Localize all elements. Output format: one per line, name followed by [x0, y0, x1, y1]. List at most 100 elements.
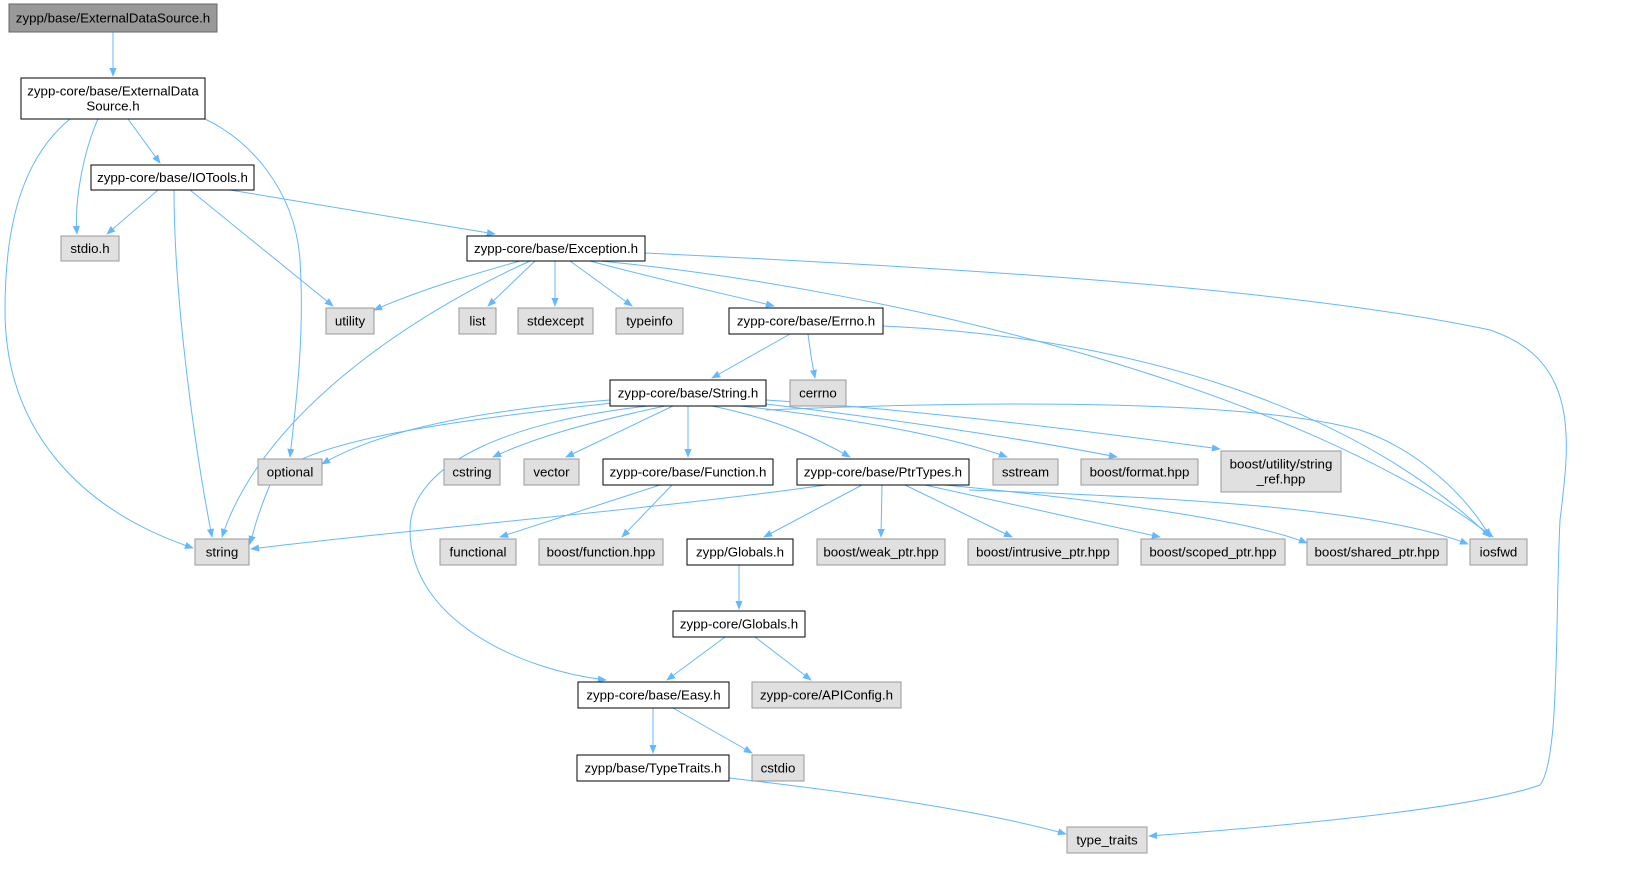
node-list[interactable]: list: [458, 307, 497, 335]
edge-stringh-to-sstream: [739, 405, 1008, 458]
node-vector[interactable]: vector: [523, 458, 580, 486]
edge-extds-to-optional: [204, 118, 302, 458]
node-box: [458, 307, 497, 335]
node-box: [609, 379, 767, 407]
edge-iotools-to-string: [173, 189, 214, 538]
node-label: zypp-core/APIConfig.h: [760, 688, 893, 703]
node-bintrusive[interactable]: boost/intrusive_ptr.hpp: [967, 538, 1119, 566]
node-label: stdexcept: [527, 314, 584, 329]
edge-stringh-to-bformat: [765, 403, 1118, 459]
node-bweak[interactable]: boost/weak_ptr.hpp: [816, 538, 946, 566]
node-typetraitsh[interactable]: zypp/base/TypeTraits.h: [576, 754, 730, 782]
node-type_traits[interactable]: type_traits: [1066, 826, 1148, 854]
node-label: boost/shared_ptr.hpp: [1315, 545, 1440, 560]
node-stdexcept[interactable]: stdexcept: [517, 307, 594, 335]
edge-exception-to-string: [221, 260, 531, 538]
node-cglobals[interactable]: zypp-core/Globals.h: [672, 610, 806, 638]
node-label: boost/scoped_ptr.hpp: [1149, 545, 1276, 560]
node-box: [1220, 450, 1342, 493]
node-box: [686, 538, 794, 566]
node-label: stdio.h: [70, 241, 109, 256]
node-apiconfig[interactable]: zypp-core/APIConfig.h: [751, 681, 902, 709]
node-bstringref[interactable]: boost/utility/string_ref.hpp: [1220, 450, 1342, 493]
node-box: [728, 307, 884, 335]
node-box: [194, 538, 250, 566]
node-stdio[interactable]: stdio.h: [60, 235, 120, 262]
node-label: zypp-core/base/Easy.h: [586, 688, 720, 703]
edge-ptrtypes-to-iosfwd: [968, 489, 1469, 545]
node-extds[interactable]: zypp-core/base/ExternalDataSource.h: [20, 77, 206, 120]
node-box: [672, 610, 806, 638]
node-exception[interactable]: zypp-core/base/Exception.h: [466, 235, 646, 262]
node-bscoped[interactable]: boost/scoped_ptr.hpp: [1140, 538, 1286, 566]
node-label: boost/intrusive_ptr.hpp: [976, 545, 1110, 560]
node-box: [517, 307, 594, 335]
node-label: boost/utility/string: [1230, 457, 1333, 472]
node-label: zypp-core/base/Function.h: [610, 465, 767, 480]
node-label: type_traits: [1076, 833, 1138, 848]
edge-stringh-to-string: [248, 402, 613, 545]
node-box: [576, 754, 730, 782]
node-bfunction[interactable]: boost/function.hpp: [538, 538, 664, 566]
node-label: zypp-core/base/PtrTypes.h: [804, 465, 962, 480]
node-cerrno[interactable]: cerrno: [789, 379, 847, 407]
node-bshared[interactable]: boost/shared_ptr.hpp: [1306, 538, 1448, 566]
node-label: string: [206, 545, 239, 560]
node-iosfwd[interactable]: iosfwd: [1469, 538, 1528, 566]
node-label: typeinfo: [626, 314, 673, 329]
node-box: [325, 307, 375, 335]
node-zglobals[interactable]: zypp/Globals.h: [686, 538, 794, 566]
node-box: [1306, 538, 1448, 566]
node-label: zypp/base/ExternalDataSource.h: [16, 11, 210, 26]
edge-stringh-to-iosfwd: [765, 403, 1491, 538]
edge-ptrtypes-to-zglobals: [763, 484, 863, 538]
edge-iotools-to-exception: [229, 189, 496, 237]
node-iotools[interactable]: zypp-core/base/IOTools.h: [90, 164, 255, 191]
node-label: Source.h: [86, 99, 139, 114]
node-functional[interactable]: functional: [439, 538, 517, 566]
node-box: [1066, 826, 1148, 854]
node-box: [1080, 458, 1199, 486]
node-box: [615, 307, 684, 335]
node-typeinfo[interactable]: typeinfo: [615, 307, 684, 335]
edge-errno-to-cerrno: [807, 333, 817, 379]
node-root: zypp/base/ExternalDataSource.h: [8, 3, 218, 33]
node-stringh[interactable]: zypp-core/base/String.h: [609, 379, 767, 407]
edge-exception-to-list: [487, 260, 536, 307]
edge-exception-to-errno: [589, 260, 775, 308]
node-utility[interactable]: utility: [325, 307, 375, 335]
edge-iotools-to-stdio: [106, 189, 159, 235]
node-box: [20, 77, 206, 120]
node-label: cerrno: [799, 386, 837, 401]
node-bformat[interactable]: boost/format.hpp: [1080, 458, 1199, 486]
edge-ptrtypes-to-bweak: [877, 484, 885, 538]
edge-errno-to-stringh: [711, 333, 791, 379]
node-label: _ref.hpp: [1256, 472, 1306, 487]
node-box: [60, 235, 120, 262]
edge-exception-to-typeinfo: [569, 260, 633, 307]
node-sstream[interactable]: sstream: [992, 458, 1059, 486]
edge-cglobals-to-apiconfig: [754, 636, 812, 681]
node-function[interactable]: zypp-core/base/Function.h: [602, 458, 774, 486]
nodes: zypp/base/ExternalDataSource.h zypp-core/…: [8, 3, 1528, 854]
edge-stringh-to-cstring: [492, 405, 666, 458]
node-label: iosfwd: [1480, 545, 1518, 560]
node-ptrtypes[interactable]: zypp-core/base/PtrTypes.h: [796, 458, 970, 486]
node-cstring[interactable]: cstring: [443, 458, 501, 486]
node-box: [1140, 538, 1286, 566]
node-errno[interactable]: zypp-core/base/Errno.h: [728, 307, 884, 335]
node-string[interactable]: string: [194, 538, 250, 566]
node-label: zypp/base/TypeTraits.h: [585, 761, 722, 776]
node-cstdio[interactable]: cstdio: [751, 754, 805, 782]
node-optional[interactable]: optional: [257, 458, 323, 486]
node-box: [1469, 538, 1528, 566]
edge-exception-to-iosfwd: [599, 260, 1494, 538]
node-box: [796, 458, 970, 486]
edge-exception-to-utility: [373, 260, 521, 311]
node-box: [577, 681, 730, 709]
node-easy[interactable]: zypp-core/base/Easy.h: [577, 681, 730, 709]
edge-exception-to-type_traits: [644, 252, 1567, 840]
node-box: [967, 538, 1119, 566]
edge-cglobals-to-easy: [666, 636, 726, 681]
